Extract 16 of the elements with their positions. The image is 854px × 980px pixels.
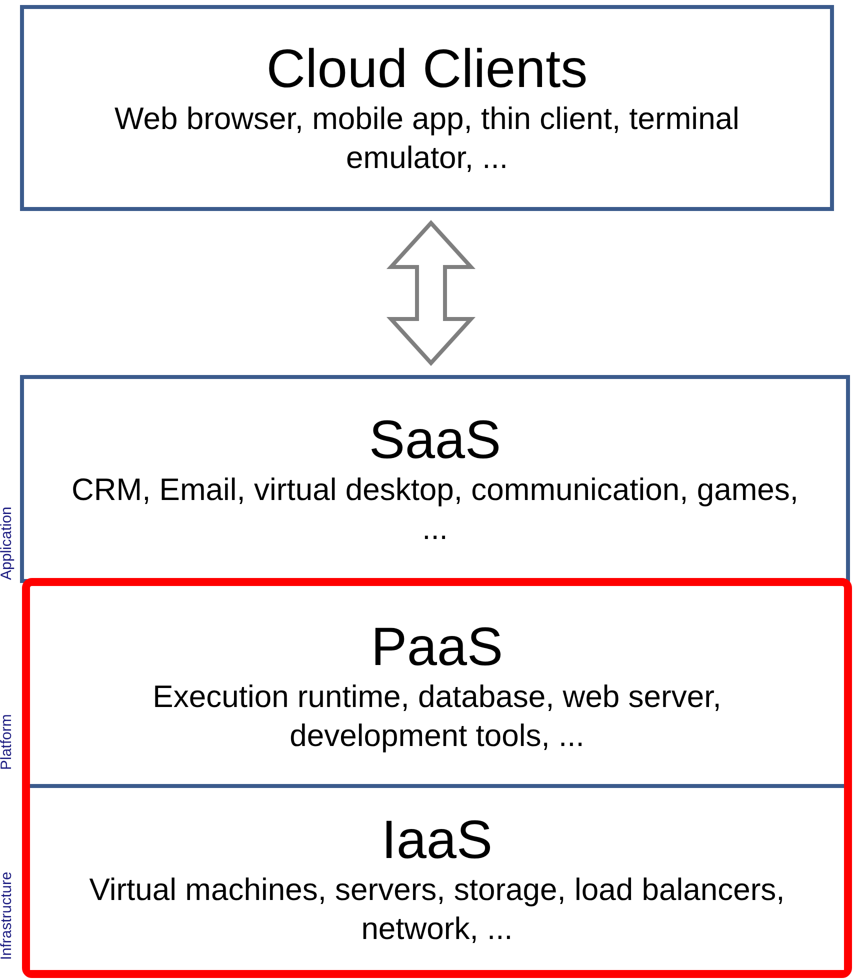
layer-box [20, 5, 834, 211]
layer-title: Cloud Clients [266, 38, 588, 100]
layer-description: CRM, Email, virtual desktop, communication, games, ... [70, 471, 800, 548]
group-frame [22, 578, 852, 978]
layer-title: IaaS [381, 809, 493, 872]
side-label: Application [0, 506, 15, 580]
layer-box [20, 375, 850, 583]
layer-description: Virtual machines, servers, storage, load balancers, network, ... [88, 871, 786, 948]
layer-title: SaaS [368, 409, 502, 472]
layer-box [30, 784, 844, 970]
side-label: Platform [0, 714, 15, 770]
double-arrow [386, 220, 476, 366]
layer-title: PaaS [370, 616, 504, 678]
layer-description: Execution runtime, database, web server, development tools, ... [152, 678, 722, 756]
side-label: Infrastructure [0, 872, 15, 960]
layer-description: Web browser, mobile app, thin client, terminal emulator, ... [114, 100, 740, 178]
